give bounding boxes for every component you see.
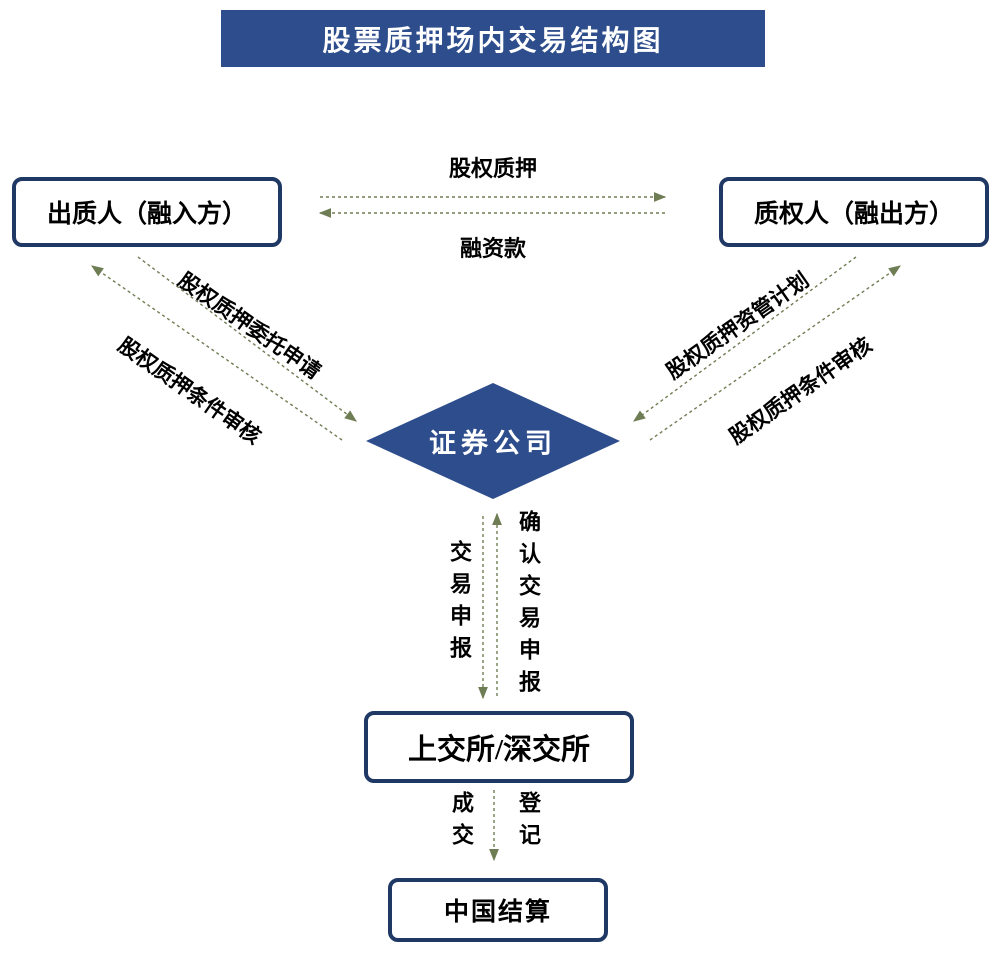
node-pledgor: 出质人（融入方） (12, 177, 282, 247)
node-pledgee-label: 质权人（融出方） (753, 201, 954, 228)
diagram-title: 股票质押场内交易结构图 (221, 10, 765, 67)
node-pledgor-label: 出质人（融入方） (46, 201, 247, 228)
edge-label-register: 登记 (516, 791, 541, 855)
node-securities-company-label: 证券公司 (429, 428, 557, 459)
arrow-condition-review-left (90, 265, 343, 441)
node-china-clearing: 中国结算 (388, 878, 608, 942)
edge-label-trade-declaration: 交易申报 (447, 540, 472, 668)
securities-company-diamond (366, 383, 620, 499)
node-china-clearing-label: 中国结算 (443, 899, 552, 926)
node-exchange: 上交所/深交所 (364, 711, 634, 783)
edge-label-financing-funds: 融资款 (459, 236, 527, 261)
node-pledgee: 质权人（融出方） (719, 177, 989, 247)
edge-label-confirm-trade-declaration: 确认交易申报 (516, 510, 541, 702)
node-exchange-label: 上交所/深交所 (407, 734, 591, 766)
arrow-asset-mgmt-plan (633, 256, 857, 422)
edge-label-deal: 成交 (449, 791, 474, 855)
edge-label-equity-pledge: 股权质押 (448, 156, 538, 181)
arrow-condition-review-right (649, 265, 902, 441)
